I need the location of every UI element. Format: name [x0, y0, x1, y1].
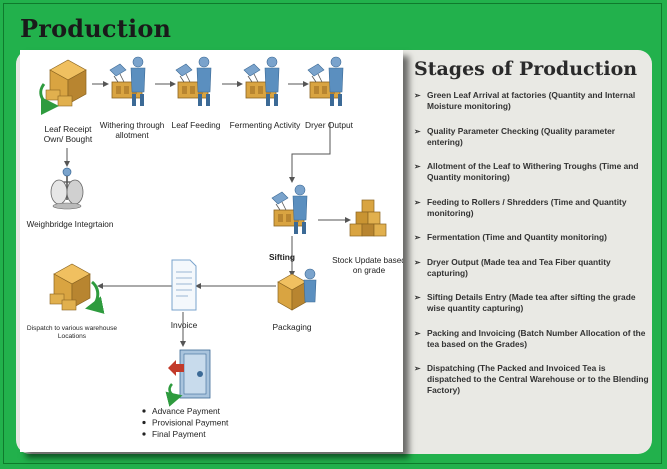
stage-item-text: Packing and Invoicing (Batch Number Allo…	[427, 327, 646, 349]
stage-item: ➢ Quality Parameter Checking (Quality par…	[411, 126, 651, 148]
node-label-line: allotment	[115, 131, 149, 140]
sifting-icon	[271, 184, 308, 235]
stage-item: ➢ Sifting Details Entry (Made tea after s…	[411, 292, 651, 314]
arrow-dryer-sifting	[289, 122, 331, 183]
stage-item-text: Dispatching (The Packed and Invoiced Tea…	[427, 363, 649, 395]
stage-item-text: Fermentation (Time and Quantity monitori…	[427, 232, 607, 242]
node-label-line: Dryer Output	[305, 120, 354, 130]
dryer-output-icon	[307, 56, 344, 107]
bullet-arrow-icon: ➢	[414, 126, 421, 136]
node-label-line: Leaf Receipt	[44, 124, 92, 134]
node-label-weighbridge: Weighbridge Integrtaion	[27, 220, 114, 229]
node-label-dryer-output: Dryer Output	[305, 120, 354, 130]
bullet-arrow-icon: ➢	[414, 328, 421, 338]
node-label-line: Invoice	[171, 320, 198, 330]
bullet-arrow-icon: ➢	[414, 162, 421, 171]
leaf-receipt-icon	[39, 59, 87, 115]
page-title: Production	[20, 14, 172, 43]
fermenting-icon	[243, 56, 280, 107]
node-label-line: Locations	[58, 333, 87, 340]
stage-item: ➢ Fermentation (Time and Quantity monitor…	[411, 232, 651, 243]
node-label-leaf-feeding: Leaf Feeding	[172, 120, 221, 130]
dispatch-icon	[49, 263, 105, 314]
node-label-line: Sifting	[269, 252, 295, 262]
node-label-line: Weighbridge Integrtaion	[27, 220, 114, 229]
payment-safe-icon	[165, 349, 211, 407]
stage-item: ➢ Allotment of the Leaf to Withering Trou…	[411, 161, 651, 183]
stages-list: ➢ Green Leaf Arrival at factories (Quanti…	[411, 90, 651, 396]
payment-bullet	[142, 432, 146, 436]
stage-item-text: Green Leaf Arrival at factories (Quantit…	[427, 90, 636, 111]
node-label-line: Stock Update based	[332, 256, 403, 265]
packaging-icon	[277, 268, 317, 311]
bullet-arrow-icon: ➢	[414, 293, 421, 302]
node-label-line: Withering through	[100, 121, 165, 130]
node-label-sifting: Sifting	[269, 252, 295, 262]
payment-item: Provisional Payment	[152, 418, 229, 428]
stages-panel: Stages of Production ➢ Green Leaf Arrival…	[411, 56, 651, 410]
weighbridge-icon	[50, 167, 84, 210]
stage-item: ➢ Feeding to Rollers / Shredders (Time an…	[411, 197, 651, 219]
stage-item: ➢ Packing and Invoicing (Batch Number All…	[411, 328, 651, 350]
stages-title: Stages of Production	[414, 58, 638, 80]
stage-item-text: Dryer Output (Made tea and Tea Fiber qua…	[427, 256, 611, 278]
bullet-arrow-icon: ➢	[414, 364, 421, 373]
leaf-feeding-icon	[175, 56, 212, 107]
node-label-line: Leaf Feeding	[172, 120, 221, 130]
stock-boxes-icon	[349, 199, 387, 237]
stage-item-text: Allotment of the Leaf to Withering Troug…	[427, 161, 639, 182]
stage-item-text: Sifting Details Entry (Made tea after si…	[427, 292, 636, 313]
stage-item-text: Quality Parameter Checking (Quality para…	[427, 125, 616, 147]
node-label-line: Fermenting Activity	[230, 120, 302, 130]
node-label-line: Dispatch to various warehouse	[27, 325, 117, 332]
payment-bullet	[142, 409, 146, 413]
bullet-arrow-icon: ➢	[414, 197, 421, 207]
withering-icon	[109, 56, 146, 107]
node-label-line: Own/ Bought	[44, 134, 93, 144]
bullet-arrow-icon: ➢	[414, 91, 421, 100]
stage-item: ➢ Dispatching (The Packed and Invoiced Te…	[411, 363, 651, 396]
bullet-arrow-icon: ➢	[414, 233, 421, 242]
bullet-arrow-icon: ➢	[414, 257, 421, 267]
node-label-fermenting: Fermenting Activity	[230, 120, 302, 130]
frame-border	[3, 3, 662, 464]
payment-item: Advance Payment	[152, 406, 221, 416]
node-label-line: Packaging	[272, 322, 311, 332]
invoice-icon	[171, 259, 197, 311]
node-label-line: on grade	[353, 266, 386, 275]
node-label-invoice: Invoice	[171, 320, 198, 330]
stage-item: ➢ Green Leaf Arrival at factories (Quanti…	[411, 90, 651, 112]
node-label-packaging: Packaging	[272, 322, 311, 332]
payment-item: Final Payment	[152, 429, 206, 439]
payment-bullet	[142, 420, 146, 425]
stage-item-text: Feeding to Rollers / Shredders (Time and…	[427, 196, 627, 218]
stage-item: ➢ Dryer Output (Made tea and Tea Fiber qu…	[411, 257, 651, 279]
